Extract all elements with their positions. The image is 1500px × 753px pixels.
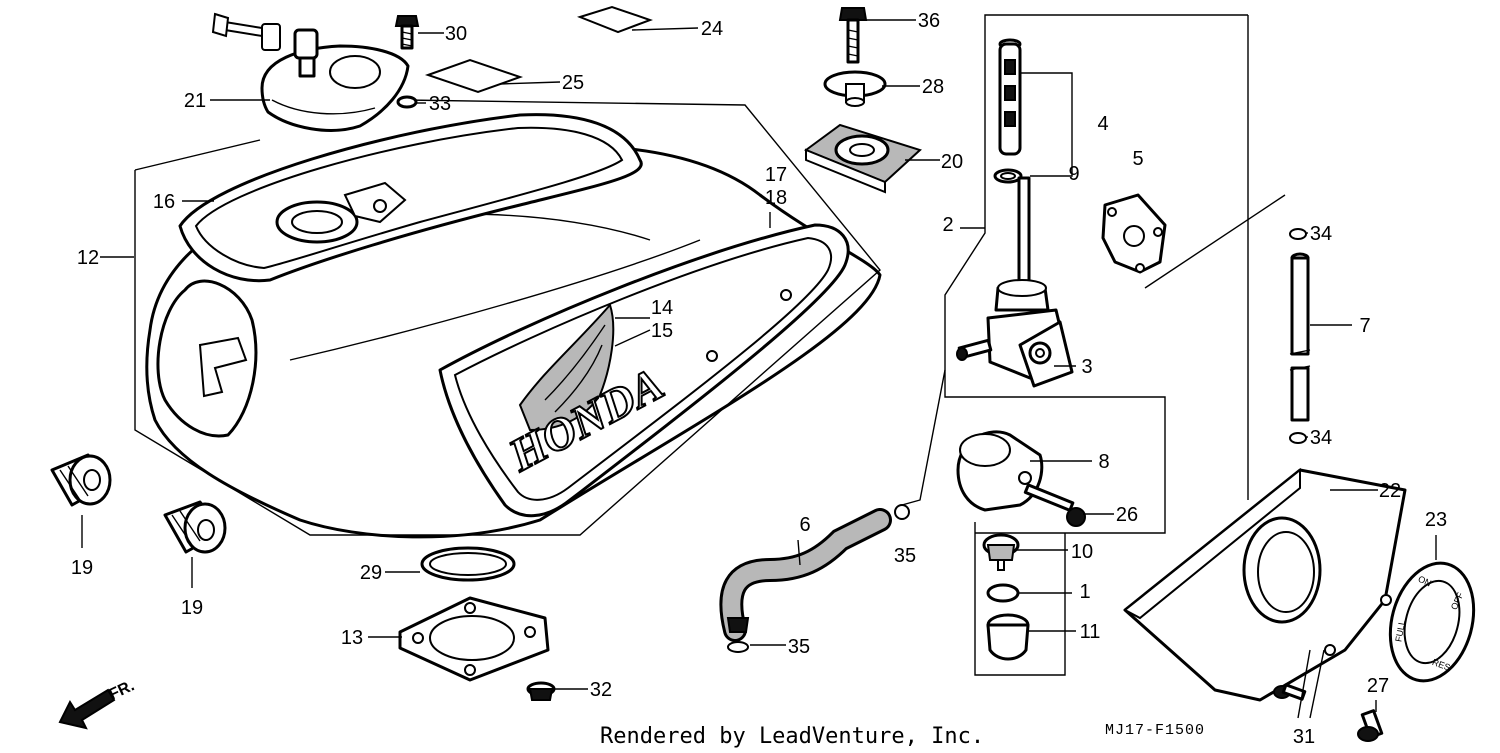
bolt-part-30 bbox=[394, 15, 420, 50]
clip-part-34-top bbox=[1289, 228, 1307, 240]
cover-part-5 bbox=[1101, 193, 1167, 274]
callout-c19b: 19 bbox=[181, 597, 203, 619]
tank-assembly-bracket bbox=[134, 99, 881, 536]
callout-c36: 36 bbox=[918, 10, 940, 32]
screw-part-27 bbox=[1357, 709, 1384, 742]
screw-part-26 bbox=[1023, 483, 1086, 527]
mounting-plate-part-13 bbox=[398, 596, 550, 682]
callout-c10: 10 bbox=[1071, 541, 1093, 563]
callout-c23: 23 bbox=[1425, 509, 1447, 531]
callout-c8: 8 bbox=[1098, 451, 1109, 473]
callout-c34b: 34 bbox=[1310, 427, 1332, 449]
clamp-part-35-top bbox=[894, 504, 910, 520]
mount-bracket-part-20 bbox=[803, 123, 922, 194]
leader-lines bbox=[81, 19, 1437, 719]
callout-c35a: 35 bbox=[894, 545, 916, 567]
callout-c15: 15 bbox=[651, 320, 673, 342]
valve-lever-part-8 bbox=[956, 430, 1044, 512]
o-ring-part-1 bbox=[986, 583, 1020, 603]
callout-c13: 13 bbox=[341, 627, 363, 649]
callout-c26: 26 bbox=[1116, 504, 1138, 526]
o-ring-part-9 bbox=[993, 168, 1023, 184]
callout-c30: 30 bbox=[445, 23, 467, 45]
callout-c31: 31 bbox=[1293, 726, 1315, 748]
sediment-cup-part-11 bbox=[986, 613, 1030, 661]
callout-c21: 21 bbox=[184, 90, 206, 112]
callout-c17: 17 bbox=[765, 164, 787, 186]
callout-c11: 11 bbox=[1080, 621, 1101, 643]
callout-c35b: 35 bbox=[788, 636, 810, 658]
bolt-part-36 bbox=[838, 7, 868, 64]
grommet-part-32 bbox=[526, 681, 556, 701]
sticker-part-25 bbox=[424, 58, 524, 94]
front-direction-arrow: FR. bbox=[58, 677, 138, 730]
callout-c32: 32 bbox=[590, 679, 612, 701]
strainer-part-4 bbox=[998, 38, 1022, 156]
direction-label: FR. bbox=[107, 677, 138, 703]
side-emblem-part-17-18 bbox=[438, 223, 850, 518]
callout-c34a: 34 bbox=[1310, 223, 1332, 245]
reserve-label-full: FULL bbox=[1393, 619, 1407, 642]
fuel-cap-part-21 bbox=[211, 12, 410, 132]
reserve-plate-part-23: ON OFF RES FULL bbox=[1388, 561, 1476, 683]
rubber-mount-part-19-right bbox=[163, 500, 227, 554]
callout-c18: 18 bbox=[765, 187, 787, 209]
callout-c19a: 19 bbox=[71, 557, 93, 579]
callout-c20: 20 bbox=[941, 151, 963, 173]
callout-c29: 29 bbox=[360, 562, 382, 584]
callout-c25: 25 bbox=[562, 72, 584, 94]
clip-part-34-bottom bbox=[1289, 432, 1307, 444]
callout-c16: 16 bbox=[153, 191, 175, 213]
fuel-valve-part-3 bbox=[956, 176, 1074, 388]
clamp-part-35-bottom bbox=[727, 641, 749, 653]
screw-part-31 bbox=[1273, 683, 1307, 701]
callout-c12: 12 bbox=[77, 247, 99, 269]
callout-c9: 9 bbox=[1068, 163, 1079, 185]
callout-c3: 3 bbox=[1081, 356, 1092, 378]
callout-c4: 4 bbox=[1097, 113, 1108, 135]
callout-c33: 33 bbox=[429, 93, 451, 115]
callout-c7: 7 bbox=[1359, 315, 1370, 337]
callout-c5: 5 bbox=[1132, 148, 1143, 170]
panel-part-22 bbox=[1123, 467, 1407, 702]
washer-part-28 bbox=[823, 70, 887, 107]
rubber-mount-part-19-left bbox=[50, 453, 112, 507]
callout-c1: 1 bbox=[1079, 581, 1090, 603]
filter-screen-part-10 bbox=[982, 533, 1020, 571]
callout-labels: 1234567891011121314151617181919202122232… bbox=[71, 10, 1447, 748]
tank-top-seal-part-16 bbox=[178, 113, 643, 283]
fuel-hose-part-6 bbox=[719, 508, 892, 642]
sticker-part-24 bbox=[576, 5, 653, 34]
callout-c27: 27 bbox=[1367, 675, 1389, 697]
callout-c22: 22 bbox=[1379, 480, 1401, 502]
fuel-tube-part-7 bbox=[1289, 252, 1311, 422]
callout-c14: 14 bbox=[651, 297, 673, 319]
washer-part-33 bbox=[396, 95, 418, 109]
render-credit: Rendered by LeadVenture, Inc. bbox=[600, 724, 984, 749]
callout-c28: 28 bbox=[922, 76, 944, 98]
diagram-code: MJ17-F1500 bbox=[1105, 722, 1205, 739]
callout-c24: 24 bbox=[701, 18, 723, 40]
callout-c6: 6 bbox=[799, 514, 810, 536]
callout-c2: 2 bbox=[942, 214, 953, 236]
